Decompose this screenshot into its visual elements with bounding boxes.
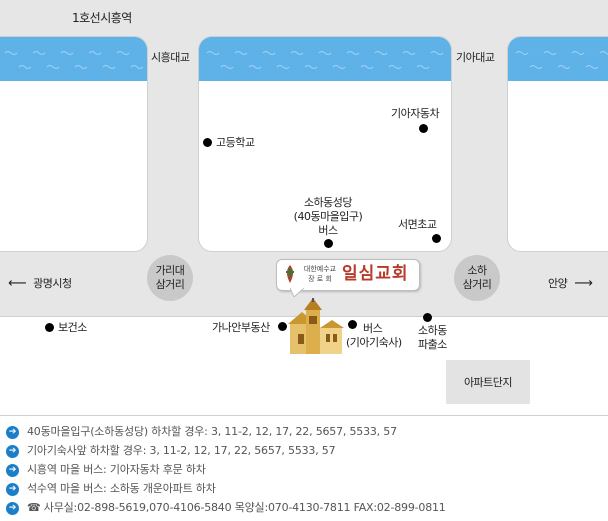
soha-church-label-2: (40동마을입구) bbox=[293, 210, 363, 223]
school-dot-icon bbox=[203, 138, 212, 147]
gwangmyeong-label: 광명시청 bbox=[33, 277, 72, 290]
health-center-label: 보건소 bbox=[58, 321, 87, 334]
garidae-line-2: 삼거리 bbox=[155, 278, 185, 291]
arrow-right-circle-icon: ➔ bbox=[6, 444, 19, 458]
block-top-center bbox=[198, 36, 452, 252]
arrow-right-icon: ⟶ bbox=[574, 276, 593, 291]
church-callout bbox=[276, 259, 420, 291]
bridge-kia-label: 기아대교 bbox=[456, 51, 495, 64]
soha-church-label-3: 버스 bbox=[318, 224, 338, 237]
health-center-dot-icon bbox=[45, 323, 54, 332]
arrow-left-icon: ⟵ bbox=[8, 276, 27, 291]
church-denomination-line-2: 장 로 회 bbox=[308, 275, 332, 283]
apartment-label: 아파트단지 bbox=[463, 376, 513, 389]
soha-church-dot-icon bbox=[324, 239, 333, 248]
info-text-3: 시흥역 마을 버스: 기아자동차 후문 하차 bbox=[27, 463, 206, 476]
info-text-4: 석수역 마을 버스: 소하동 개운아파트 하차 bbox=[27, 482, 216, 495]
bus-kia-dorm-label-1: 버스 bbox=[363, 322, 383, 335]
bus-kia-dorm-dot-icon bbox=[348, 320, 357, 329]
kia-motors-label: 기아자동차 bbox=[391, 107, 440, 120]
soha-junction-line-1: 소하 bbox=[467, 264, 487, 277]
church-denomination-line-1: 대한예수교 bbox=[303, 265, 337, 273]
ganaan-realty-label: 가나안부동산 bbox=[212, 321, 270, 334]
arrow-right-circle-icon: ➔ bbox=[6, 463, 19, 477]
river-water bbox=[0, 37, 147, 81]
bridge-siheung-label: 시흥대교 bbox=[151, 51, 190, 64]
seomyeon-school-label: 서면초교 bbox=[398, 218, 437, 231]
seomyeon-school-dot-icon bbox=[432, 234, 441, 243]
arrow-right-circle-icon: ➔ bbox=[6, 501, 19, 515]
soha-police-dot-icon bbox=[423, 313, 432, 322]
gwangmyeong-direction: ⟵ 광명시청 bbox=[8, 277, 72, 290]
kia-motors-dot-icon bbox=[419, 124, 428, 133]
info-line-1: ➔ 40동마을입구(소하동성당) 하차할 경우: 3, 11-2, 12, 17,… bbox=[6, 425, 397, 439]
info-text-2: 기아기숙사앞 하차할 경우: 3, 11-2, 12, 17, 22, 5657… bbox=[27, 444, 336, 457]
church-logo-icon bbox=[286, 265, 294, 283]
info-line-2: ➔ 기아기숙사앞 하차할 경우: 3, 11-2, 12, 17, 22, 565… bbox=[6, 444, 336, 458]
godeung-school-label: 고등학교 bbox=[216, 136, 255, 149]
church-denomination: 대한예수교 장 로 회 bbox=[300, 264, 340, 284]
river-water bbox=[199, 37, 451, 81]
anyang-direction: 안양 ⟶ bbox=[548, 276, 593, 291]
church-callout-pointer bbox=[290, 288, 304, 297]
church-name: 일심교회 bbox=[342, 264, 409, 284]
area-map: 아파트단지 1호선시흥역 시흥대교 기아대교 고등학교 기아자동차 소하동성당 … bbox=[0, 0, 608, 416]
ganaan-realty-dot-icon bbox=[278, 322, 287, 331]
river-waves bbox=[0, 37, 147, 81]
block-top-left bbox=[0, 36, 148, 252]
river-waves bbox=[199, 37, 451, 81]
arrow-right-circle-icon: ➔ bbox=[6, 482, 19, 496]
river-water bbox=[508, 37, 608, 81]
soha-police-label-2: 파출소 bbox=[418, 338, 447, 351]
block-top-right bbox=[507, 36, 608, 252]
garidae-line-1: 가리대 bbox=[155, 264, 185, 277]
info-text-1: 40동마을입구(소하동성당) 하차할 경우: 3, 11-2, 12, 17, … bbox=[27, 425, 397, 438]
anyang-label: 안양 bbox=[548, 277, 568, 290]
soha-junction-line-2: 삼거리 bbox=[462, 278, 492, 291]
soha-church-label-1: 소하동성당 bbox=[303, 196, 353, 209]
river-waves bbox=[508, 37, 608, 81]
apartment-block bbox=[446, 360, 530, 404]
arrow-right-circle-icon: ➔ bbox=[6, 425, 19, 439]
info-line-3: ➔ 시흥역 마을 버스: 기아자동차 후문 하차 bbox=[6, 463, 206, 477]
info-line-5: ➔ ☎ 사무실:02-898-5619,070-4106-5840 목양실:070… bbox=[6, 501, 446, 515]
church-building-icon bbox=[288, 298, 344, 354]
bus-kia-dorm-label-2: (기아기숙사) bbox=[346, 336, 402, 349]
soha-police-label-1: 소하동 bbox=[418, 324, 447, 337]
info-text-5: ☎ 사무실:02-898-5619,070-4106-5840 목양실:070-… bbox=[27, 501, 446, 514]
station-label: 1호선시흥역 bbox=[72, 11, 132, 25]
info-line-4: ➔ 석수역 마을 버스: 소하동 개운아파트 하차 bbox=[6, 482, 216, 496]
